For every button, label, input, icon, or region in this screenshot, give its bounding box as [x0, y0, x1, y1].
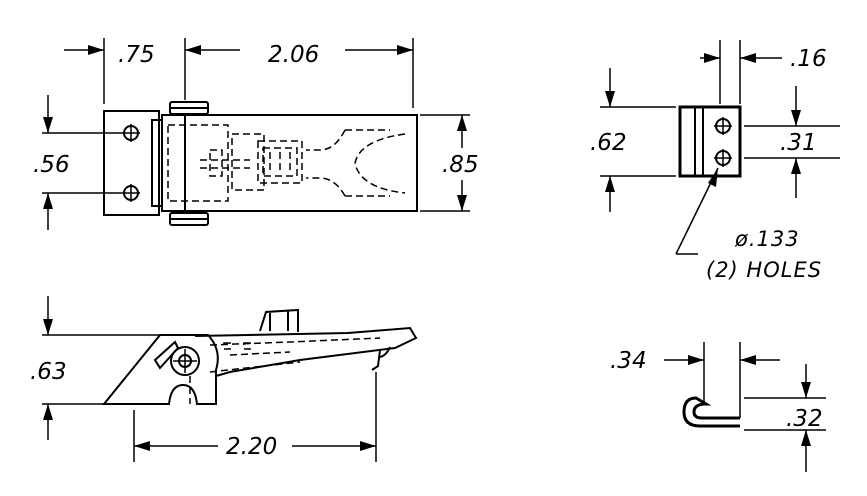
- mounting-hole: [122, 124, 140, 142]
- dim-top-hole-spacing: .56: [33, 152, 70, 178]
- dim-hook-width: .34: [610, 348, 647, 374]
- hook-view: .34 .32: [610, 342, 826, 472]
- dim-end-height: .62: [590, 130, 627, 156]
- mounting-hole: [122, 184, 140, 202]
- dim-side-length: 2.20: [226, 434, 277, 460]
- side-view: .63 2.20: [30, 296, 418, 462]
- hole-diameter-note: ø.133: [734, 227, 800, 251]
- mounting-hole: [714, 149, 732, 167]
- top-view: .75 2.06 .56 .85: [33, 38, 479, 230]
- dim-top-length: 2.06: [268, 42, 319, 68]
- mounting-hole: [714, 117, 732, 135]
- dim-end-hole-spacing: .31: [780, 130, 817, 156]
- end-view: .16 .62 .31 ø.133 (2) HOLES: [590, 40, 840, 282]
- dim-end-thickness: .16: [790, 46, 827, 72]
- dim-hook-height: .32: [786, 406, 823, 432]
- dim-top-width: .85: [442, 152, 479, 178]
- hole-count-note: (2) HOLES: [706, 258, 822, 282]
- dim-side-height: .63: [30, 359, 67, 385]
- dim-top-left-offset: .75: [118, 42, 155, 68]
